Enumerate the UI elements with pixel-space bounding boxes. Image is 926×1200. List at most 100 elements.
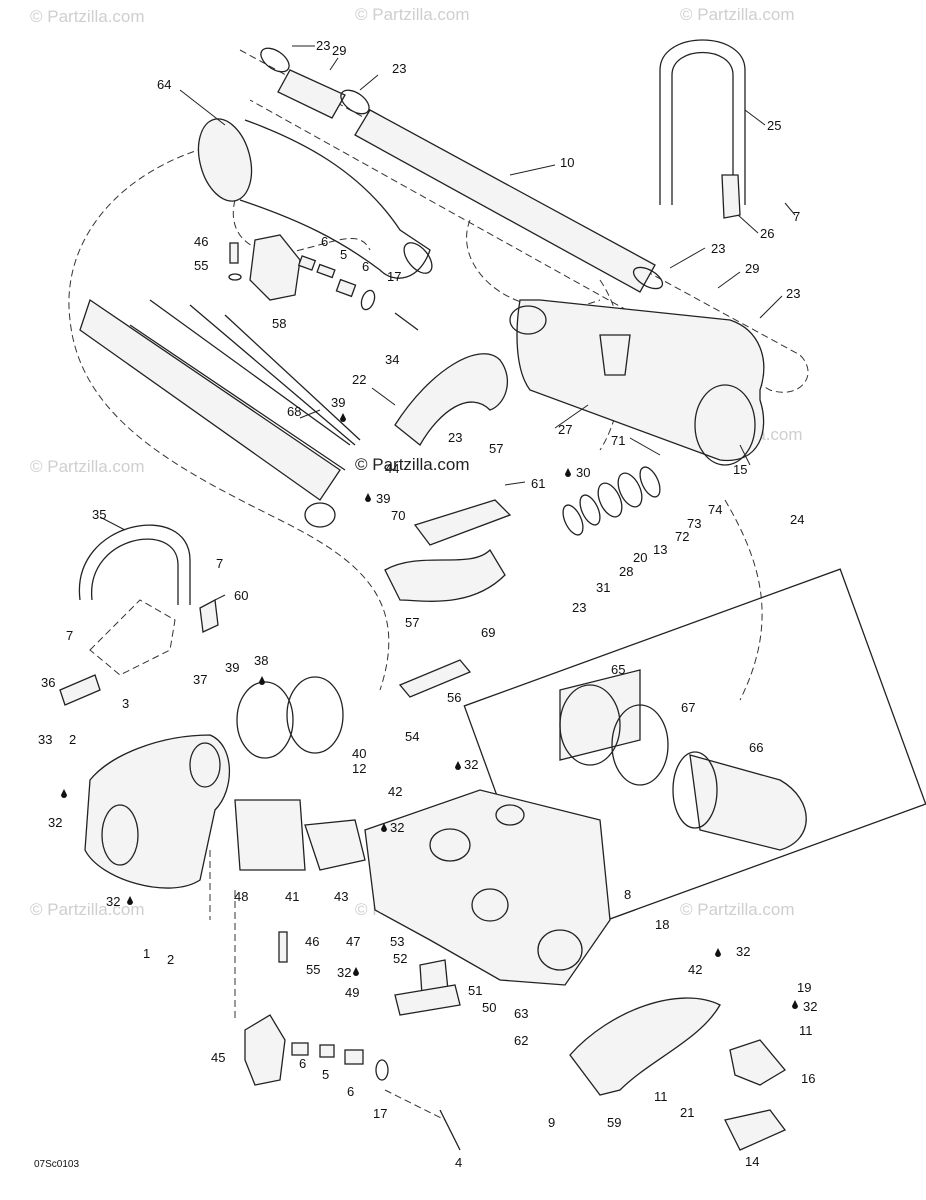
clamp-23 — [340, 89, 370, 115]
callout-number: 17 — [373, 1106, 387, 1121]
callout-number: 35 — [92, 507, 106, 522]
callout-number: 62 — [514, 1033, 528, 1048]
callout-number: 20 — [633, 550, 647, 565]
outline-tail-pipe — [239, 49, 809, 393]
callout-number: 6 — [362, 259, 369, 274]
callout-number: 29 — [745, 261, 759, 276]
callout-number: 32 — [464, 757, 478, 772]
muffler-cover-66 — [672, 751, 807, 851]
lubricant-icon — [792, 1000, 798, 1009]
leader-lines — [99, 45, 796, 601]
callout-number: 55 — [306, 962, 320, 977]
gasket-38 — [286, 676, 344, 754]
callout-number: 43 — [334, 889, 348, 904]
exhaust-manifold-3 — [84, 734, 231, 889]
callout-number: 46 — [305, 934, 319, 949]
bushing-6 — [344, 1049, 364, 1065]
callout-number: 4 — [455, 1155, 462, 1170]
lubricant-icon — [715, 948, 721, 957]
callout-number: 66 — [749, 740, 763, 755]
lubricant-icon — [381, 823, 387, 832]
watermark: © Partzilla.com — [30, 457, 145, 476]
callout-number: 6 — [347, 1084, 354, 1099]
bracket-36 — [59, 674, 101, 706]
callout-number: 55 — [194, 258, 208, 273]
outline-engine-left — [209, 850, 236, 1020]
callout-number: 28 — [619, 564, 633, 579]
callout-number: 65 — [611, 662, 625, 677]
callout-number: 32 — [803, 999, 817, 1014]
callout-labels: 23 29 23 64 25 10 7 26 46 6 5 55 6 17 58… — [38, 38, 817, 1170]
seal-ring-stack — [562, 466, 661, 536]
callout-number: 31 — [596, 580, 610, 595]
sleeve-37 — [236, 681, 294, 759]
callout-number: 69 — [481, 625, 495, 640]
strap-clip-26 — [721, 174, 741, 219]
callout-number: 57 — [405, 615, 419, 630]
callout-number: 19 — [797, 980, 811, 995]
callout-number: 2 — [69, 732, 76, 747]
diagram-code: 07Sc0103 — [34, 1159, 79, 1170]
bushing-6 — [291, 1042, 309, 1056]
cover-41 — [304, 819, 366, 871]
callout-number: 70 — [391, 508, 405, 523]
callout-number: 14 — [745, 1154, 759, 1169]
watermark: © Partzilla.com — [355, 5, 470, 24]
callout-number: 9 — [548, 1115, 555, 1130]
callout-number: 12 — [352, 761, 366, 776]
callout-number: 48 — [234, 889, 248, 904]
callout-number: 2 — [167, 952, 174, 967]
heat-shield-59 — [569, 997, 721, 1096]
callout-number: 3 — [122, 696, 129, 711]
callout-number: 37 — [193, 672, 207, 687]
callout-number: 11 — [799, 1023, 813, 1038]
muffler-27 — [509, 299, 765, 466]
adapter-48 — [234, 799, 306, 871]
parts-drawings — [59, 39, 926, 1151]
callout-number: 23 — [316, 38, 330, 53]
bracket-45 — [244, 1014, 286, 1086]
outline-muffler-return — [724, 499, 763, 701]
resonator-64 — [197, 118, 433, 279]
center-watermark: © Partzilla.com — [355, 455, 470, 474]
callout-number: 8 — [624, 887, 631, 902]
bolt-34 — [394, 312, 419, 331]
washer-55 — [228, 273, 242, 281]
callout-number: 23 — [711, 241, 725, 256]
callout-number: 57 — [489, 441, 503, 456]
callout-number: 41 — [285, 889, 299, 904]
callout-number: 18 — [655, 917, 669, 932]
callout-number: 10 — [560, 155, 574, 170]
callout-number: 5 — [340, 247, 347, 262]
bolt-46 — [229, 242, 239, 264]
tail-pipe — [354, 109, 664, 293]
callout-number: 6 — [299, 1056, 306, 1071]
callout-number: 32 — [337, 965, 351, 980]
callout-number: 16 — [801, 1071, 815, 1086]
hose-29-top — [277, 69, 346, 119]
callout-number: 54 — [405, 729, 419, 744]
callout-number: 44 — [385, 461, 399, 476]
callout-number: 52 — [393, 951, 407, 966]
callout-number: 45 — [211, 1050, 225, 1065]
watermark: © Partzilla.com — [680, 900, 795, 919]
callout-number: 40 — [352, 746, 366, 761]
bolt-46 — [278, 931, 288, 963]
plate-61 — [413, 499, 512, 546]
lubricant-icon — [365, 493, 371, 502]
watermark: © Partzilla.com — [30, 900, 145, 919]
callout-number: 17 — [387, 269, 401, 284]
callout-number: 33 — [38, 732, 52, 747]
callout-number: 27 — [558, 422, 572, 437]
callout-number: 21 — [680, 1105, 694, 1120]
callout-number: 15 — [733, 462, 747, 477]
clamp-67 — [611, 704, 669, 786]
lubricant-icon — [61, 789, 67, 798]
callout-number: 1 — [143, 946, 150, 961]
callout-number: 32 — [390, 820, 404, 835]
callout-number: 13 — [653, 542, 667, 557]
callout-number: 39 — [331, 395, 345, 410]
hose-69 — [384, 548, 506, 602]
callout-number: 22 — [352, 372, 366, 387]
callout-number: 39 — [376, 491, 390, 506]
